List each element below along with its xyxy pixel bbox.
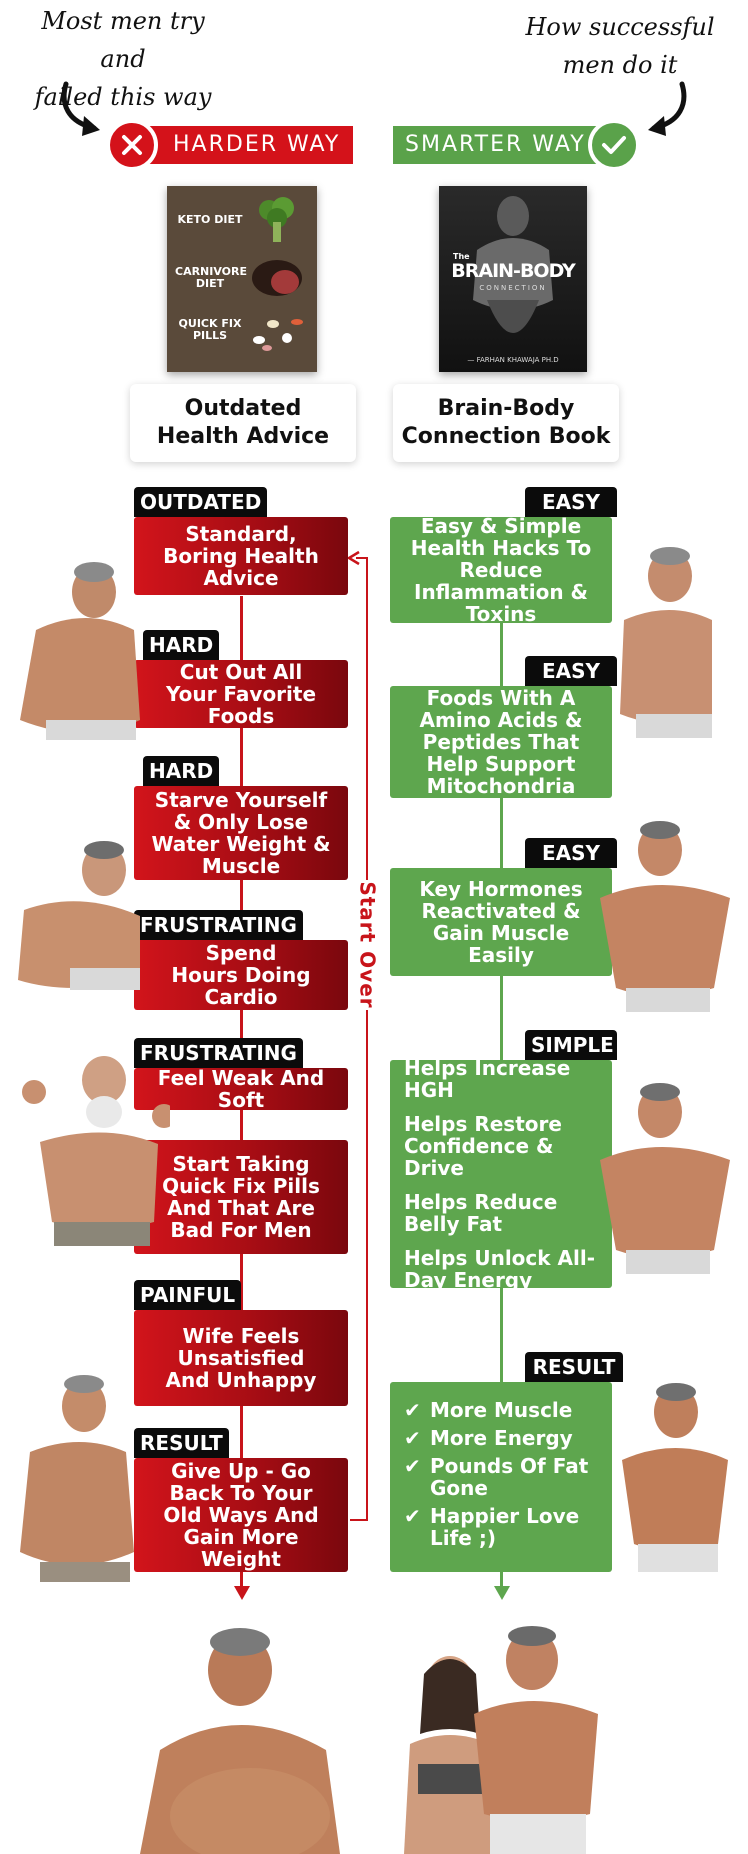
tired-man-illustration-2 (18, 841, 140, 990)
check-icon: ✔ (404, 1426, 421, 1450)
harder-step-1-tag: OUTDATED (134, 487, 268, 517)
smarter-benefit-hgh: Helps Increase HGH (404, 1056, 571, 1102)
steak-icon (249, 256, 305, 300)
caption-left-line-1: Outdated (184, 396, 302, 421)
x-circle-icon (106, 119, 158, 171)
smarter-way-banner: SMARTER WAY (393, 126, 611, 164)
fit-man-illustration-3 (600, 1083, 730, 1274)
harder-down-arrow-icon (234, 1586, 250, 1600)
harder-way-label: HARDER WAY (173, 132, 341, 157)
start-over-arrow-icon (347, 550, 360, 566)
smarter-benefit-belly-fat: Helps Reduce Belly Fat (404, 1190, 558, 1236)
harder-step-7-tag: PAINFUL (134, 1280, 242, 1310)
harder-step-2-tag: HARD (143, 630, 220, 660)
obese-man-final-illustration (140, 1628, 340, 1854)
start-over-bottom-line (350, 1519, 368, 1521)
muscular-man-illustration-4 (622, 1383, 728, 1572)
harder-way-banner: HARDER WAY (135, 126, 353, 164)
smarter-step-2: Foods With A Amino Acids & Peptides That… (390, 686, 612, 798)
book-item-keto: KETO DIET (177, 213, 243, 226)
pills-icon (247, 310, 307, 354)
result-item-love-life: ✔Happier Love Life ;) (404, 1504, 580, 1550)
result-item-energy: ✔More Energy (404, 1426, 573, 1450)
left-curved-arrow-icon (61, 81, 100, 136)
smarter-step-4: Helps Increase HGH Helps Restore Confide… (390, 1056, 612, 1292)
harder-step-5-tag: FRUSTRATING (134, 1038, 303, 1068)
smarter-step-4-tag: SIMPLE (525, 1030, 617, 1060)
happy-couple-illustration (404, 1626, 598, 1854)
left-note: Most men try and failed this way (18, 2, 228, 116)
cover-title: BRAIN-BODY (451, 260, 575, 282)
muscular-man-cover-image (473, 196, 553, 333)
caption-right-line-1: Brain-Body (437, 396, 575, 421)
harder-step-3: Starve Yourself & Only Lose Water Weight… (134, 786, 348, 880)
check-icon: ✔ (404, 1454, 421, 1478)
smarter-step-1: Easy & Simple Health Hacks To Reduce Inf… (390, 515, 612, 625)
right-curved-arrow-icon (648, 81, 687, 136)
smarter-benefit-energy: Helps Unlock All-Day Energy (404, 1246, 596, 1292)
harder-step-1: Standard, Boring Health Advice (134, 517, 348, 595)
broccoli-icon (255, 196, 299, 244)
result-item-fat: ✔Pounds Of Fat Gone (404, 1454, 589, 1500)
start-over-line (366, 557, 368, 1520)
harder-step-4: Spend Hours Doing Cardio (134, 940, 348, 1010)
book-item-carnivore: CARNIVORE DIET (175, 265, 248, 290)
overweight-man-illustration-1 (20, 562, 140, 740)
diet-book-cover: KETO DIET CARNIVORE DIET QUICK FIX PILLS (167, 186, 317, 372)
brain-body-book-cover: The BRAIN-BODY CONNECTION — FARHAN KHAWA… (439, 186, 587, 372)
right-note-line-1: How successful (525, 13, 715, 41)
smarter-result-tag: RESULT (525, 1352, 623, 1382)
harder-step-5: Feel Weak And Soft (134, 1067, 348, 1111)
smarter-step-3-tag: EASY (525, 838, 617, 868)
smarter-down-arrow-icon (494, 1586, 510, 1600)
smarter-result: ✔More Muscle ✔More Energy ✔Pounds Of Fat… (390, 1382, 612, 1572)
cover-subtitle: CONNECTION (479, 284, 547, 292)
angry-man-illustration-3 (22, 1056, 170, 1246)
result-item-muscle: ✔More Muscle (404, 1398, 573, 1422)
book-item-pills: QUICK FIX PILLS (178, 317, 242, 342)
fat-man-illustration-4 (20, 1375, 134, 1582)
harder-result: Give Up - Go Back To Your Old Ways And G… (134, 1458, 348, 1572)
cover-small-text: The (453, 252, 470, 261)
start-over-top-line (356, 557, 368, 559)
smarter-step-2-tag: EASY (525, 656, 617, 686)
caption-right-line-2: Connection Book (401, 424, 611, 449)
improving-man-illustration-1 (620, 547, 712, 738)
check-icon: ✔ (404, 1504, 421, 1528)
harder-step-6: Start Taking Quick Fix Pills And That Ar… (134, 1140, 348, 1254)
harder-step-3-tag: HARD (143, 756, 220, 786)
outdated-advice-caption: Outdated Health Advice (130, 384, 356, 462)
smarter-step-1-tag: EASY (525, 487, 617, 517)
smarter-way-label: SMARTER WAY (405, 132, 586, 157)
left-note-line-1: Most men try and (41, 7, 205, 73)
start-over-label: Start Over (344, 880, 392, 1010)
harder-step-7: Wife Feels Unsatisfied And Unhappy (134, 1310, 348, 1406)
right-note: How successful men do it (515, 8, 725, 84)
harder-step-2: Cut Out All Your Favorite Foods (134, 660, 348, 728)
smarter-benefit-confidence: Helps Restore Confidence & Drive (404, 1112, 562, 1180)
check-icon: ✔ (404, 1398, 421, 1422)
left-note-line-2: failed this way (34, 83, 212, 111)
cover-author: — FARHAN KHAWAJA PH.D (467, 356, 559, 364)
check-circle-icon (588, 119, 640, 171)
brain-body-book-caption: Brain-Body Connection Book (393, 384, 619, 462)
fit-man-illustration-2 (600, 821, 730, 1012)
harder-step-4-tag: FRUSTRATING (134, 910, 303, 940)
harder-result-tag: RESULT (134, 1428, 229, 1458)
smarter-step-3: Key Hormones Reactivated & Gain Muscle E… (390, 868, 612, 976)
caption-left-line-2: Health Advice (156, 424, 330, 449)
right-note-line-2: men do it (562, 51, 678, 79)
